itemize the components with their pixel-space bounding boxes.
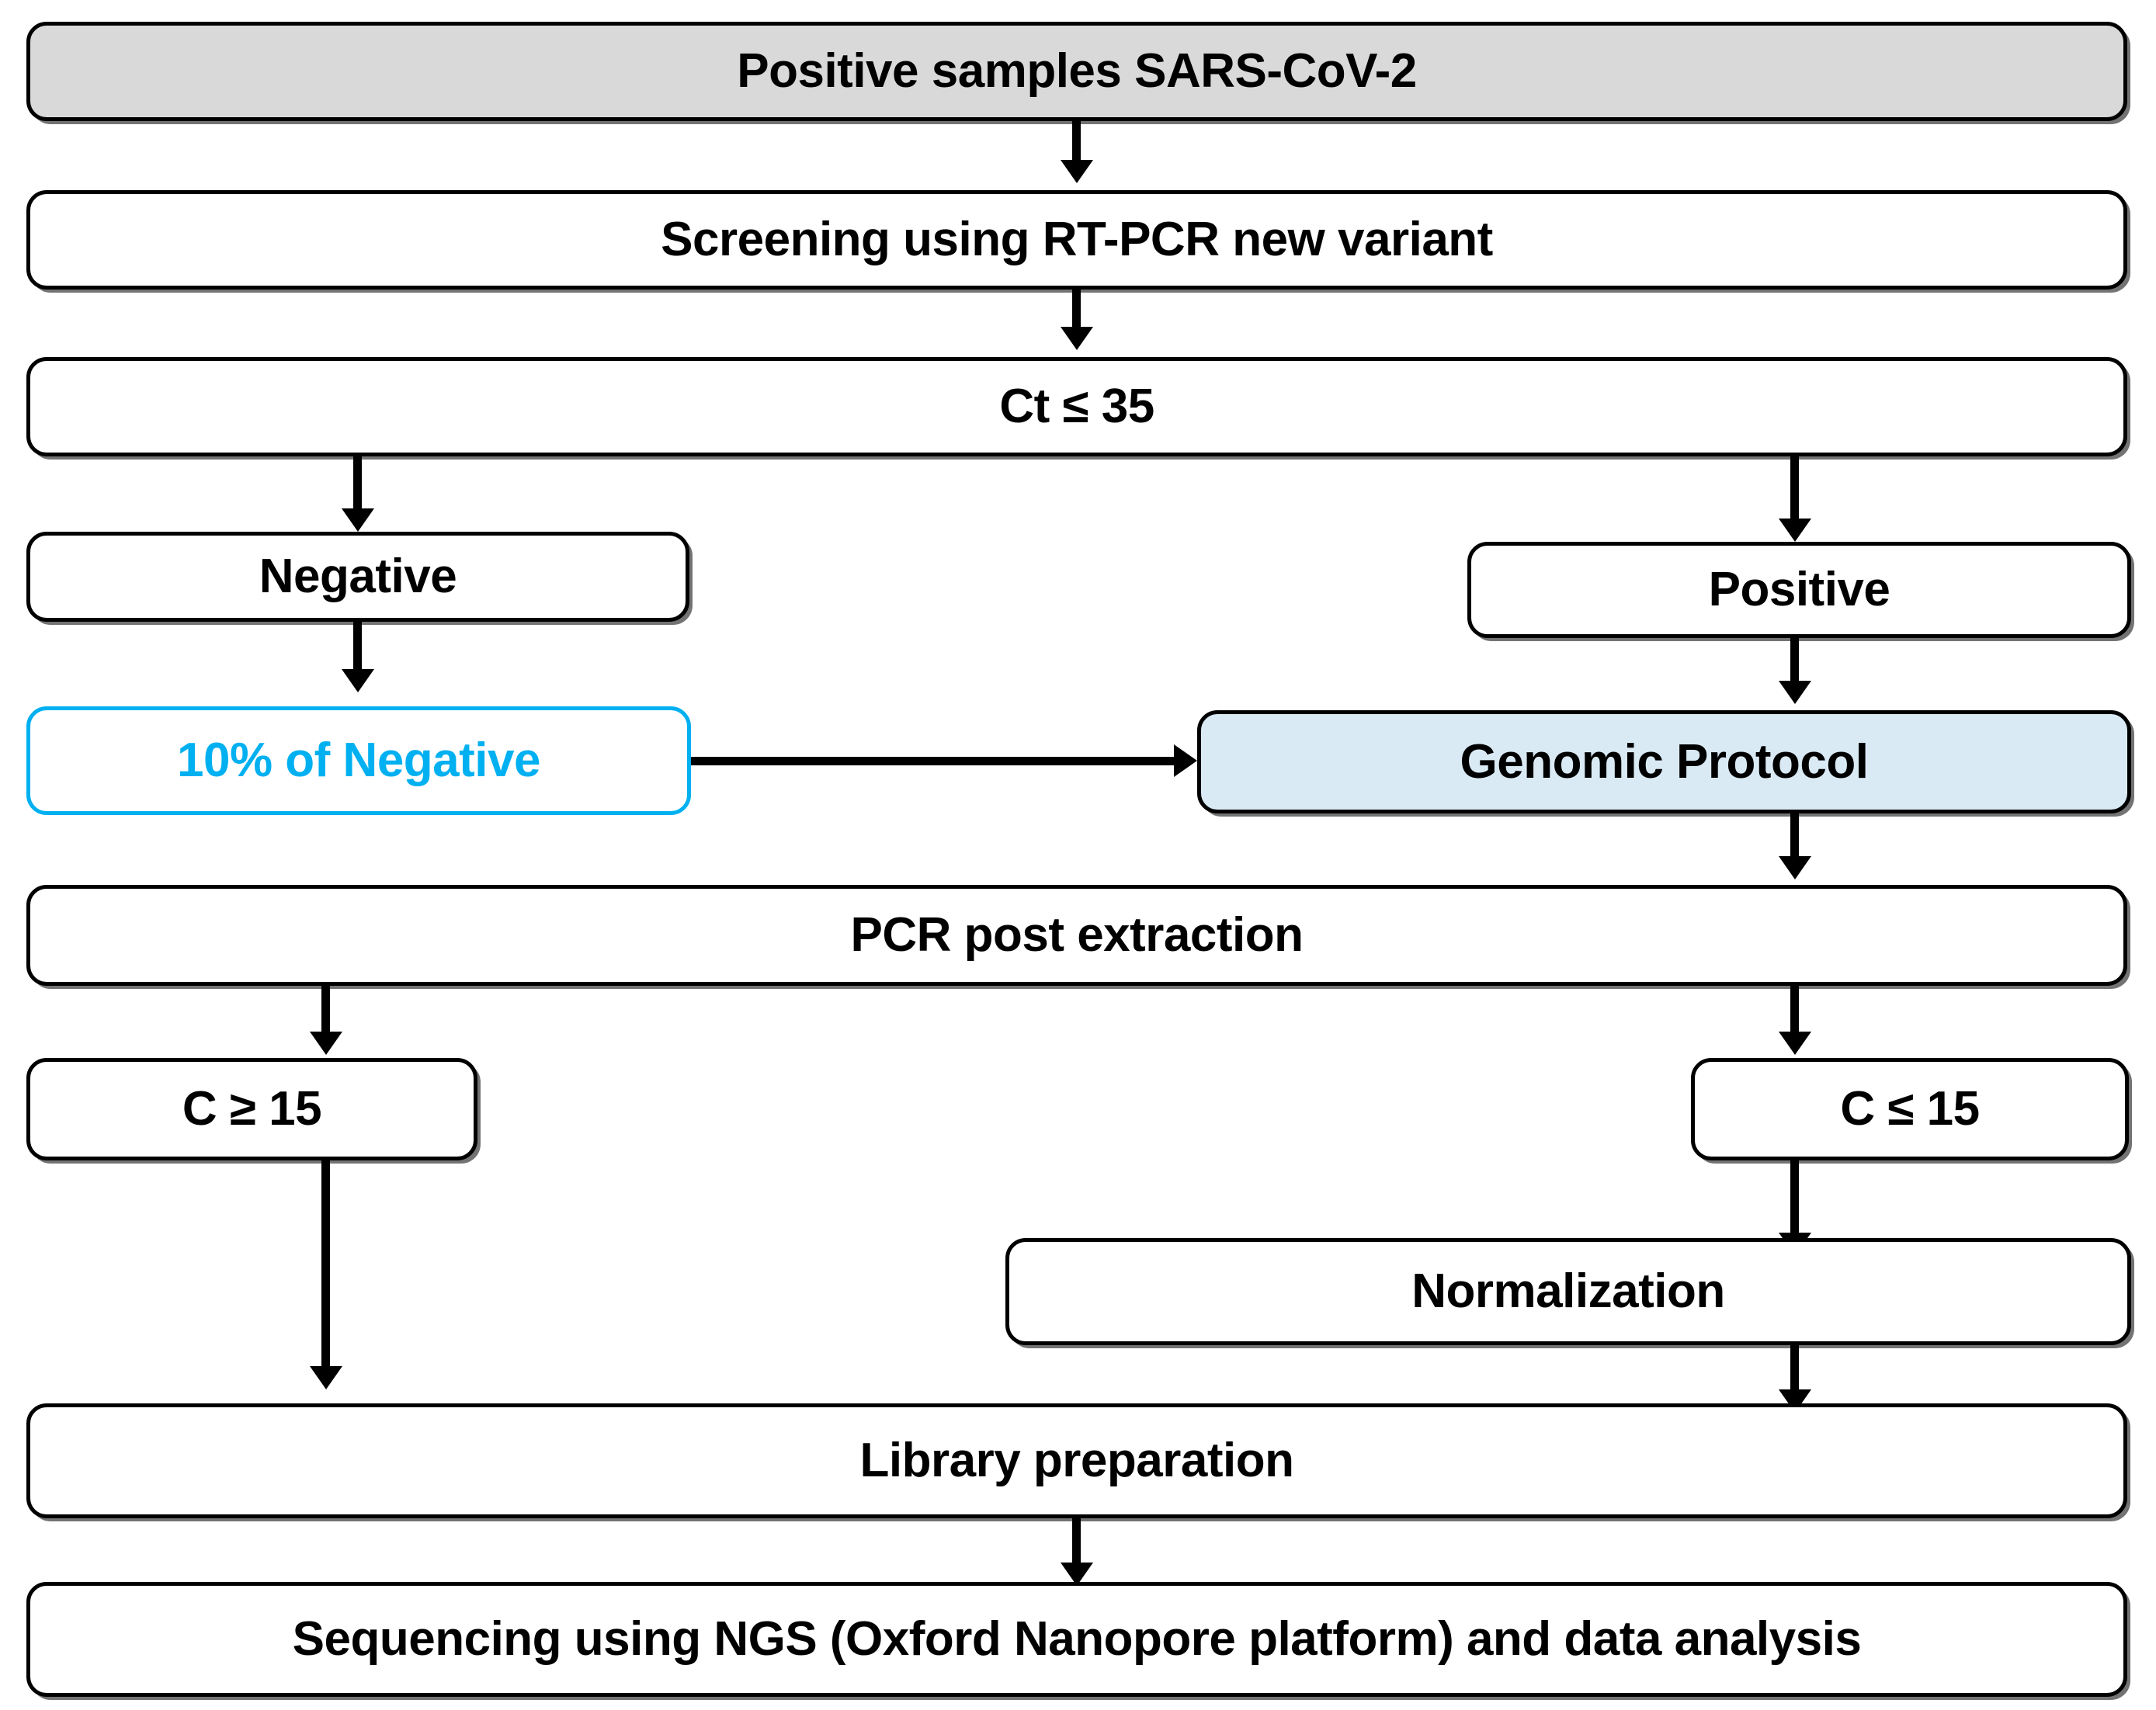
edge-normalization-to-library-line — [1790, 1345, 1799, 1393]
node-normalization-label: Normalization — [1411, 1264, 1725, 1319]
node-ct-threshold-label: Ct ≤ 35 — [999, 380, 1154, 434]
node-sequencing-label: Sequencing using NGS (Oxford Nanopore pl… — [292, 1612, 1862, 1667]
edge-ct-to-positive-arrowhead — [1779, 519, 1811, 542]
edge-screening-to-ct-arrowhead — [1061, 327, 1093, 350]
node-genomic-protocol[interactable]: Genomic Protocol — [1197, 710, 2131, 813]
edge-negative-to-ten-percent-line — [353, 622, 362, 675]
edge-library-to-sequencing-line — [1072, 1518, 1081, 1566]
edge-pcr-to-c-ge-line — [321, 986, 330, 1034]
node-negative[interactable]: Negative — [26, 532, 689, 622]
node-pcr-post-extraction-label: PCR post extraction — [850, 908, 1304, 963]
node-library-preparation-label: Library preparation — [859, 1434, 1294, 1488]
node-positive[interactable]: Positive — [1467, 542, 2131, 638]
node-sequencing[interactable]: Sequencing using NGS (Oxford Nanopore pl… — [26, 1582, 2127, 1697]
node-positive-samples-label: Positive samples SARS-CoV-2 — [737, 44, 1417, 99]
node-ct-threshold[interactable]: Ct ≤ 35 — [26, 357, 2127, 456]
edge-pcr-to-c-le-arrowhead — [1779, 1032, 1811, 1055]
edge-ct-to-negative-line — [353, 456, 362, 515]
edge-samples-to-screening-arrowhead — [1061, 160, 1093, 183]
node-screening-label: Screening using RT-PCR new variant — [661, 213, 1493, 267]
node-c-le-15[interactable]: C ≤ 15 — [1691, 1058, 2129, 1160]
edge-screening-to-ct-line — [1072, 290, 1081, 335]
node-c-ge-15[interactable]: C ≥ 15 — [26, 1058, 477, 1160]
node-ten-percent-negative[interactable]: 10% of Negative — [26, 706, 691, 815]
node-normalization[interactable]: Normalization — [1005, 1238, 2131, 1345]
node-positive-label: Positive — [1708, 563, 1890, 617]
edge-c-le-to-normalization-line — [1790, 1160, 1799, 1238]
edge-pcr-to-c-ge-arrowhead — [310, 1032, 342, 1055]
edge-c-ge-to-library-line — [321, 1160, 330, 1370]
edge-positive-to-genomic-line — [1790, 638, 1799, 686]
edge-ct-to-positive-line — [1790, 456, 1799, 525]
edge-positive-to-genomic-arrowhead — [1779, 681, 1811, 704]
edge-pcr-to-c-le-line — [1790, 986, 1799, 1034]
edge-ten-percent-to-genomic-arrowhead — [1174, 744, 1197, 777]
node-c-ge-15-label: C ≥ 15 — [182, 1082, 322, 1136]
node-negative-label: Negative — [259, 550, 457, 604]
edge-genomic-to-pcr-line — [1790, 813, 1799, 862]
edge-ten-percent-to-genomic-line — [691, 757, 1180, 765]
edge-ct-to-negative-arrowhead — [342, 508, 374, 532]
node-screening[interactable]: Screening using RT-PCR new variant — [26, 190, 2127, 290]
edge-samples-to-screening-line — [1072, 121, 1081, 168]
node-genomic-protocol-label: Genomic Protocol — [1460, 734, 1869, 789]
edge-c-ge-to-library-arrowhead — [310, 1366, 342, 1389]
edge-negative-to-ten-percent-arrowhead — [342, 669, 374, 692]
node-pcr-post-extraction[interactable]: PCR post extraction — [26, 885, 2127, 986]
node-positive-samples[interactable]: Positive samples SARS-CoV-2 — [26, 22, 2127, 121]
node-c-le-15-label: C ≤ 15 — [1840, 1082, 1980, 1136]
edge-genomic-to-pcr-arrowhead — [1779, 856, 1811, 879]
node-ten-percent-negative-label: 10% of Negative — [176, 734, 541, 788]
node-library-preparation[interactable]: Library preparation — [26, 1403, 2127, 1518]
